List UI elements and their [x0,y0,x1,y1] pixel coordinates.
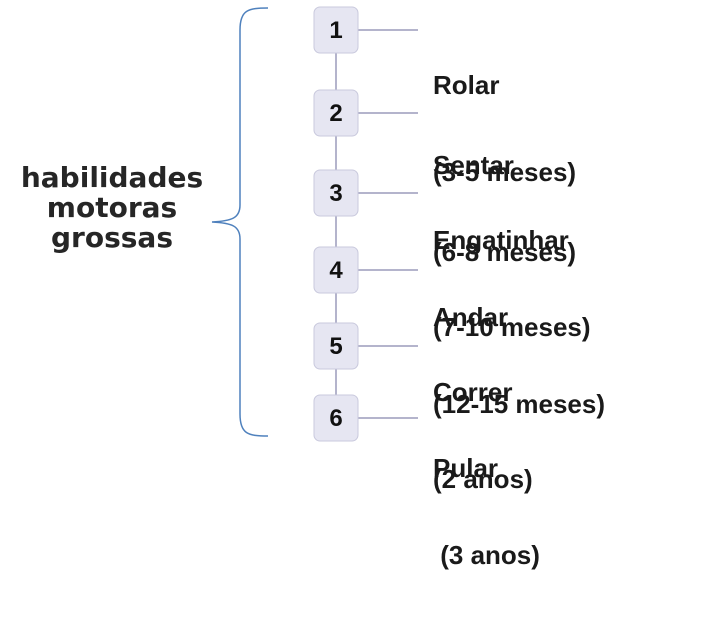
skill-name: Pular [433,453,499,483]
skill-name: Rolar [433,70,500,100]
age-range: (3-5 meses) [433,157,577,187]
step-number: 1 [329,17,342,44]
step-label-3: Engatinhar (7-10 meses) [433,168,591,400]
skill-name: Andar [433,302,509,332]
step-label-1: Rolar (3-5 meses) [433,13,576,245]
step-number-box [313,169,359,217]
skill-name: Engatinhar [433,225,569,255]
step-number-box [313,89,359,137]
step-number-box [313,6,359,54]
step-label-6: Pular (3 anos) [433,396,540,628]
step-number: 3 [329,180,342,207]
step-number-box [313,246,359,294]
age-range: (12-15 meses) [433,389,605,419]
step-number: 4 [329,257,343,284]
skill-name: Correr [433,377,513,407]
skill-name: Sentar [433,150,514,180]
step-number: 2 [329,100,342,127]
step-number-box [313,322,359,370]
diagram-title: habilidades motoras grossas [14,163,210,253]
title-line: motoras [46,191,178,224]
curly-brace [211,7,269,437]
age-range: (3 anos) [433,540,540,570]
step-label-4: Andar (12-15 meses) [433,245,605,477]
step-label-2: Sentar (6-8 meses) [433,93,576,325]
step-number: 5 [329,333,342,360]
step-number: 6 [329,405,342,432]
steps-layer: 1 2 3 4 5 6 [313,6,418,442]
title-line: grossas [51,221,173,254]
step-number-box [313,394,359,442]
title-line: habilidades [20,161,204,194]
milestone-diagram: 1 2 3 4 5 6 [211,6,418,442]
age-range: (7-10 meses) [433,312,591,342]
age-range: (6-8 meses) [433,237,577,267]
